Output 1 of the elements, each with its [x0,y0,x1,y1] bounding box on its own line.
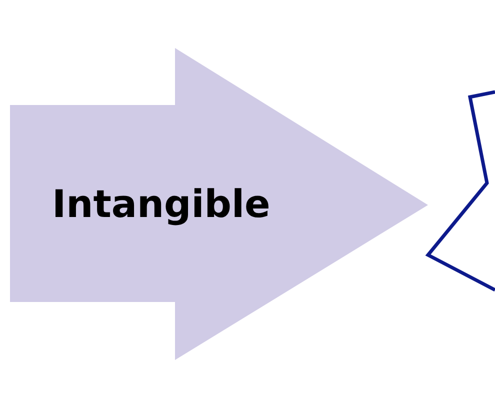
arrow-label: Intangible [52,182,270,226]
